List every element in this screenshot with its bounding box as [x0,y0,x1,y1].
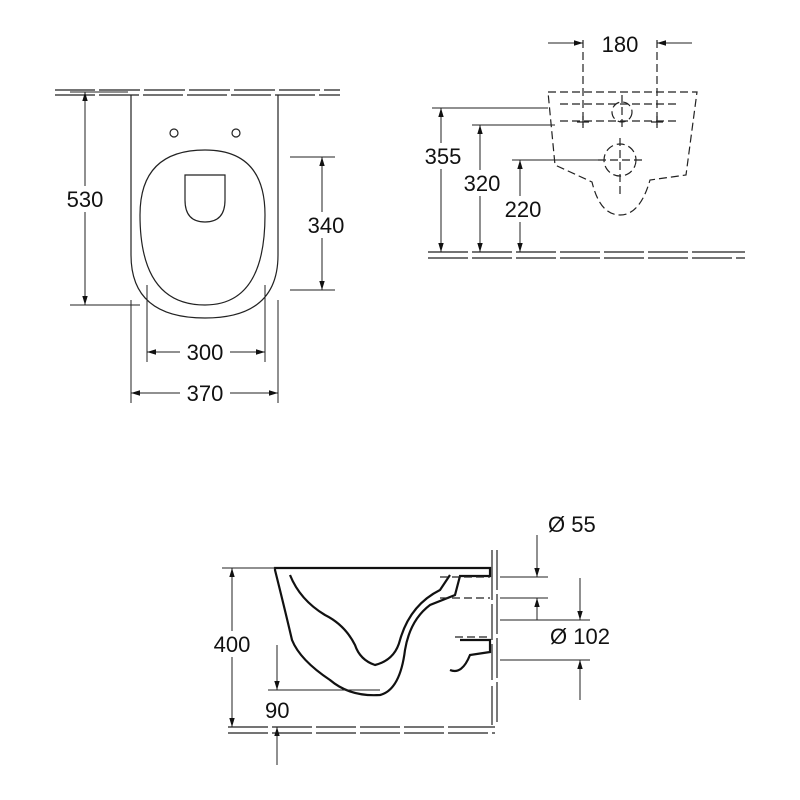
dimension-220: 220 [496,159,605,252]
top-view: 530 340 300 370 [55,89,350,406]
dimension-355: 355 [416,107,548,252]
seat-outline [139,149,266,306]
dimension-180: 180 [548,32,692,57]
fixing-crosses [577,116,663,128]
dimension-inlet-diameter: Ø 55 [500,512,596,620]
floor-line [428,251,745,259]
depth-label: 530 [67,187,104,212]
fixing-height-label: 320 [464,171,501,196]
seat-width-label: 300 [187,340,224,365]
dimension-370: 370 [130,300,279,406]
upper-height-label: 355 [425,144,462,169]
wall-view: 180 355 320 220 [416,32,745,259]
seat-depth-label: 340 [308,213,345,238]
dimension-340: 340 [290,156,350,291]
wall-line [491,550,498,725]
frame-outline [547,91,698,216]
fixing-marks [560,40,680,195]
outlet-diameter-label: Ø 102 [550,624,610,649]
fixing-hole-right [231,128,241,138]
lower-height-label: 220 [505,197,542,222]
height-label: 400 [214,632,251,657]
wall-line [55,89,340,96]
dimension-90: 90 [265,645,380,765]
fixing-hole-left [169,128,179,138]
total-width-label: 370 [187,381,224,406]
dimension-300: 300 [146,285,266,365]
dimension-320: 320 [456,124,555,252]
bowl-opening [184,174,226,223]
dimension-outlet-diameter: Ø 102 [500,578,610,700]
toilet-profile [273,566,492,697]
dimension-400: 400 [206,567,275,727]
outlet-height-label: 90 [265,698,289,723]
fixing-spacing-label: 180 [602,32,639,57]
inlet-diameter-label: Ø 55 [548,512,596,537]
floor-line [228,726,495,734]
bowl-outline [130,95,279,319]
inlet-pipe [440,576,490,599]
dimension-530: 530 [62,91,140,306]
side-view: 400 90 Ø 55 Ø 102 [206,512,610,765]
